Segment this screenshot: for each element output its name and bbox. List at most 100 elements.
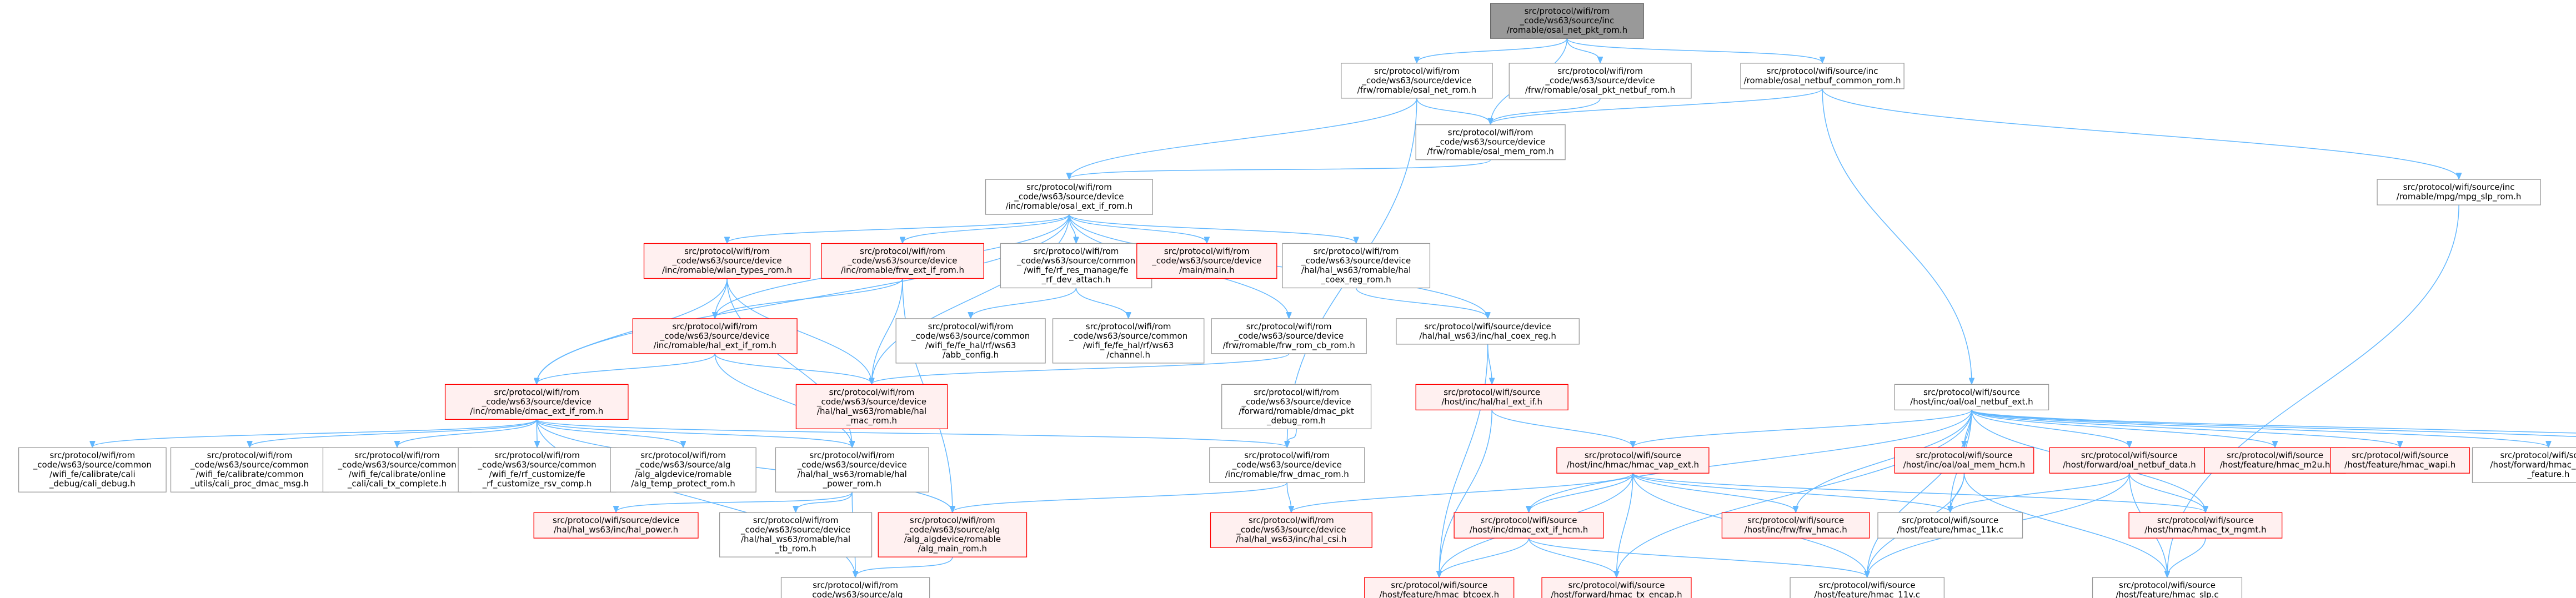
- edge-osal-ext-if-rom-to-wlan-types-rom: [727, 214, 1070, 243]
- node-dmac-pkt-debug-rom[interactable]: src/protocol/wifi/rom_code/ws63/source/d…: [1221, 384, 1372, 430]
- node-frw-rom-cb-rom[interactable]: src/protocol/wifi/rom_code/ws63/source/d…: [1211, 318, 1367, 354]
- node-box: [1740, 63, 1905, 89]
- node-osal-ext-if-rom[interactable]: src/protocol/wifi/rom_code/ws63/source/d…: [985, 179, 1153, 215]
- node-label-line: src/protocol/wifi/rom: [928, 321, 1014, 331]
- node-oal-mem-hcm[interactable]: src/protocol/wifi/source/host/inc/oal/oa…: [1894, 447, 2034, 474]
- edge-frw-dmac-rom-to-alg-main-rom: [953, 482, 1288, 512]
- node-hmac-wapi[interactable]: src/protocol/wifi/source/host/feature/hm…: [2330, 447, 2470, 474]
- node-label-line: /wifi_fe/rf_customize/fe: [489, 469, 585, 480]
- edge-hmac-vap-ext-to-hmac-tx-encap: [1617, 473, 1633, 577]
- node-cali-proc-dmac-msg[interactable]: src/protocol/wifi/rom_code/ws63/source/c…: [170, 447, 329, 493]
- node-label-line: src/protocol/wifi/rom: [354, 450, 440, 460]
- node-hal-coex-reg[interactable]: src/protocol/wifi/source/device/hal/hal_…: [1396, 318, 1580, 345]
- node-label-line: _debug/cali_debug.h: [49, 479, 136, 489]
- node-label-line: /romable/mpg/mpg_slp_rom.h: [2397, 192, 2522, 202]
- node-label-line: _code/ws63/source/device: [1014, 192, 1124, 202]
- node-cali-tx-complete[interactable]: src/protocol/wifi/rom_code/ws63/source/c…: [322, 447, 472, 493]
- edge-frw-ext-if-rom-to-hal-ext-if-rom: [715, 278, 903, 318]
- node-box: [1790, 577, 1944, 598]
- node-hmac-rx-data-feature[interactable]: src/protocol/wifi/source/host/forward/hm…: [2472, 447, 2576, 483]
- node-oal-netbuf-data[interactable]: src/protocol/wifi/source/host/forward/oa…: [2049, 447, 2210, 474]
- node-alg-temp-protect-rom[interactable]: src/protocol/wifi/rom_code/ws63/source/a…: [610, 447, 756, 493]
- node-alg-main-rom[interactable]: src/protocol/wifi/rom_code/ws63/source/a…: [878, 512, 1028, 557]
- node-hmac-m2u[interactable]: src/protocol/wifi/source/host/feature/hm…: [2204, 447, 2346, 474]
- node-hal-power[interactable]: src/protocol/wifi/source/device/hal/hal_…: [533, 512, 699, 539]
- node-osal-net-pkt-rom[interactable]: src/protocol/wifi/rom_code/ws63/source/i…: [1490, 3, 1644, 39]
- node-hal-csi[interactable]: src/protocol/wifi/rom_code/ws63/source/d…: [1210, 512, 1372, 548]
- node-hmac-slp[interactable]: src/protocol/wifi/source/host/feature/hm…: [2092, 577, 2243, 598]
- node-osal-net-rom[interactable]: src/protocol/wifi/rom_code/ws63/source/d…: [1341, 63, 1493, 99]
- node-hmac-btcoex[interactable]: src/protocol/wifi/source/host/feature/hm…: [1364, 577, 1515, 598]
- node-label-line: /host/inc/hal/hal_ext_if.h: [1441, 396, 1542, 407]
- node-label-line: /wifi_fe/fe_hal/rf/ws63: [1083, 340, 1174, 351]
- node-hal-ext-if-rom[interactable]: src/protocol/wifi/rom_code/ws63/source/d…: [632, 318, 798, 354]
- node-hmac-11k[interactable]: src/protocol/wifi/source/host/feature/hm…: [1877, 512, 2023, 539]
- node-label-line: _code/ws63/source/device: [1545, 76, 1655, 86]
- node-osal-netbuf-common-rom[interactable]: src/protocol/wifi/source/inc/romable/osa…: [1740, 63, 1905, 89]
- node-label-line: /romable/osal_netbuf_common_rom.h: [1744, 76, 1901, 86]
- node-box: [643, 243, 811, 279]
- node-label-line: src/protocol/wifi/rom: [1246, 321, 1332, 331]
- edge-hmac-tx-mgmt-to-hmac-slp: [2167, 538, 2206, 577]
- node-box: [2377, 179, 2541, 205]
- node-oal-netbuf-ext[interactable]: src/protocol/wifi/source/host/inc/oal/oa…: [1894, 384, 2049, 411]
- node-wlan-types-rom[interactable]: src/protocol/wifi/rom_code/ws63/source/d…: [643, 243, 811, 279]
- node-main-h[interactable]: src/protocol/wifi/rom_code/ws63/source/d…: [1136, 243, 1277, 279]
- edge-alg-main-rom-to-alg-rts-rom: [855, 556, 953, 577]
- edge-osal-net-pkt-rom-to-osal-net-rom: [1417, 38, 1568, 63]
- node-hal-tb-rom[interactable]: src/protocol/wifi/rom_code/ws63/source/d…: [719, 512, 873, 557]
- node-label-line: _code/ws63/source/alg: [808, 590, 903, 598]
- node-calc-debug[interactable]: src/protocol/wifi/rom_code/ws63/source/c…: [18, 447, 167, 493]
- node-hal-coex-reg-rom[interactable]: src/protocol/wifi/rom_code/ws63/source/d…: [1282, 243, 1431, 289]
- node-label-line: src/protocol/wifi/rom: [1557, 66, 1643, 76]
- node-box: [1364, 577, 1515, 598]
- node-frw-ext-if-rom[interactable]: src/protocol/wifi/rom_code/ws63/source/d…: [821, 243, 984, 279]
- node-label-line: /host/feature/hmac_wapi.h: [2344, 460, 2455, 470]
- edge-osal-ext-if-rom-to-hal-coex-reg: [1069, 214, 1488, 318]
- edge-oal-netbuf-ext-to-hmac-m2u: [1971, 410, 2275, 447]
- node-hal-mac-rom[interactable]: src/protocol/wifi/rom_code/ws63/source/d…: [795, 384, 948, 430]
- edge-dmac-ext-if-rom-to-cali-tx-complete: [397, 419, 537, 447]
- node-label-line: src/protocol/wifi/source: [1916, 450, 2012, 460]
- node-frw-dmac-rom[interactable]: src/protocol/wifi/rom_code/ws63/source/d…: [1209, 447, 1365, 483]
- node-label-line: src/protocol/wifi/rom: [49, 450, 135, 460]
- node-label-line: /alg_main_rom.h: [918, 544, 987, 554]
- node-abb-config[interactable]: src/protocol/wifi/rom_code/ws63/source/c…: [895, 318, 1046, 364]
- node-hal-power-rom[interactable]: src/protocol/wifi/rom_code/ws63/source/d…: [775, 447, 929, 493]
- node-label-line: _code/ws63/source/device: [797, 460, 907, 470]
- node-label-line: /host/feature/hmac_slp.c: [2116, 590, 2218, 598]
- edge-hal-ext-if-rom-to-hal-mac-rom: [714, 353, 871, 384]
- edge-osal-netbuf-common-rom-to-osal-mem-rom: [1491, 88, 1823, 124]
- node-hmac-11v[interactable]: src/protocol/wifi/source/host/feature/hm…: [1790, 577, 1944, 598]
- node-fe-rf-customize-rsv-comp[interactable]: src/protocol/wifi/rom_code/ws63/source/c…: [458, 447, 617, 493]
- node-alg-rts-rom[interactable]: src/protocol/wifi/rom_code/ws63/source/a…: [780, 577, 930, 598]
- node-label-line: _utils/cali_proc_dmac_msg.h: [190, 479, 309, 489]
- node-mpg-slp-rom[interactable]: src/protocol/wifi/source/inc/romable/mpg…: [2377, 179, 2541, 205]
- node-dmac-ext-if-rom[interactable]: src/protocol/wifi/rom_code/ws63/source/d…: [444, 384, 629, 420]
- node-hmac-tx-mgmt[interactable]: src/protocol/wifi/source/host/hmac/hmac_…: [2128, 512, 2283, 539]
- node-label-line: _cali/cali_tx_complete.h: [347, 479, 447, 489]
- node-fe-dev-attach[interactable]: src/protocol/wifi/rom_code/ws63/source/c…: [1000, 243, 1152, 289]
- node-box: [1556, 447, 1710, 474]
- node-hmac-ext-if[interactable]: src/protocol/wifi/source/host/inc/hal/ha…: [1415, 384, 1568, 411]
- node-channel-h[interactable]: src/protocol/wifi/rom_code/ws63/source/c…: [1052, 318, 1205, 364]
- node-dmac-ext-if-hcm[interactable]: src/protocol/wifi/source/host/inc/dmac_e…: [1454, 512, 1604, 539]
- node-label-line: _rf_customize_rsv_comp.h: [482, 479, 592, 489]
- node-label-line: src/protocol/wifi/rom: [1525, 6, 1610, 16]
- edge-oal-netbuf-ext-to-oal-netbuf-data: [1971, 410, 2129, 447]
- node-label-line: _code/ws63/source/device: [847, 255, 957, 266]
- node-label-line: /abb_config.h: [943, 350, 999, 360]
- node-osal-pkt-netbuf-rom[interactable]: src/protocol/wifi/rom_code/ws63/source/d…: [1508, 63, 1692, 99]
- edge-hal-coex-reg-to-hmac-ext-if: [1487, 344, 1492, 384]
- node-frw-hmac[interactable]: src/protocol/wifi/source/host/inc/frw/fr…: [1721, 512, 1870, 539]
- node-box: [719, 512, 873, 557]
- node-osal-mem-rom[interactable]: src/protocol/wifi/rom_code/ws63/source/d…: [1415, 124, 1566, 160]
- node-hmac-vap-ext[interactable]: src/protocol/wifi/source/host/inc/hmac/h…: [1556, 447, 1710, 474]
- node-box: [2472, 447, 2576, 483]
- node-label-line: /host/feature/hmac_11v.c: [1814, 590, 1920, 598]
- node-hmac-tx-encap[interactable]: src/protocol/wifi/source/host/forward/hm…: [1541, 577, 1692, 598]
- node-label-line: /hal/hal_ws63/romable/hal: [798, 469, 907, 480]
- node-label-line: src/protocol/wifi/rom: [753, 515, 839, 525]
- node-box: [1508, 63, 1692, 99]
- edge-oal-netbuf-data-to-hmac-tx-mgmt: [2129, 473, 2206, 512]
